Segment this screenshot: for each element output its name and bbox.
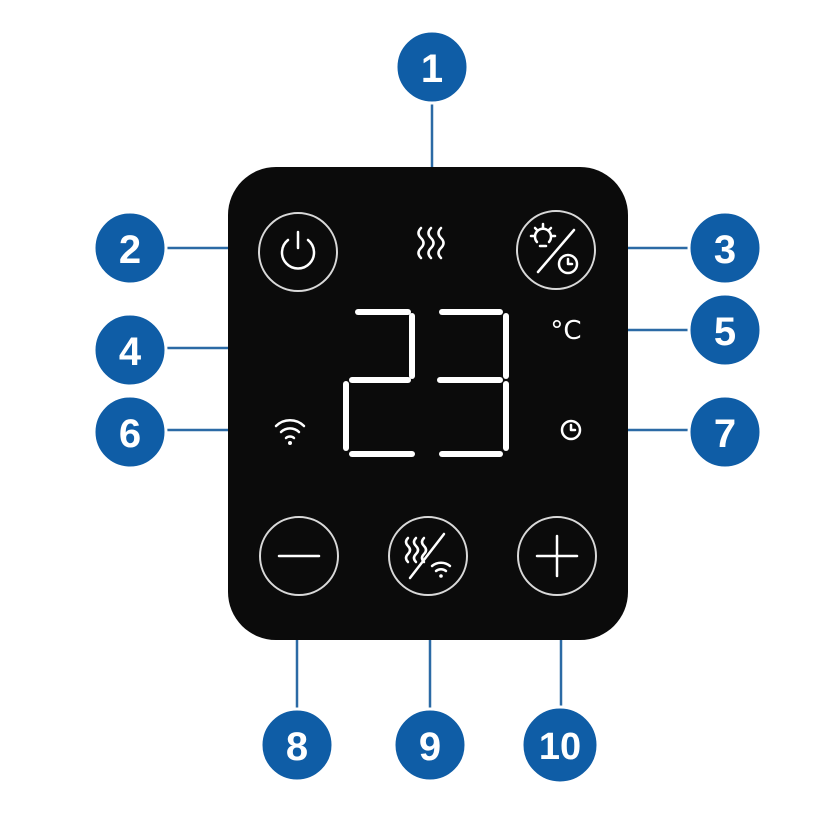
digit-3 xyxy=(437,309,509,457)
digit-2 xyxy=(343,309,415,457)
heat-wifi-button[interactable] xyxy=(388,516,468,596)
callout-8-label: 8 xyxy=(286,725,308,769)
callout-10: 10 xyxy=(520,705,600,785)
temperature-unit: °C xyxy=(550,316,581,346)
callout-4: 4 xyxy=(92,312,168,388)
minus-button[interactable] xyxy=(259,516,339,596)
callout-5: 5 xyxy=(687,292,763,368)
callout-2: 2 xyxy=(92,210,168,286)
callout-9-label: 9 xyxy=(419,725,441,769)
light-timer-button[interactable] xyxy=(516,210,596,290)
callout-10-label: 10 xyxy=(539,726,581,768)
callout-4-label: 4 xyxy=(119,330,142,374)
heat-wifi-icon xyxy=(404,532,452,580)
callout-3-label: 3 xyxy=(714,228,736,272)
control-panel xyxy=(228,167,628,640)
callout-9: 9 xyxy=(392,707,468,783)
callout-1-label: 1 xyxy=(421,47,443,91)
plus-icon xyxy=(535,534,579,578)
clock-icon xyxy=(560,419,582,441)
callout-6: 6 xyxy=(92,394,168,470)
heat-waves-icon xyxy=(417,226,445,260)
callout-7: 7 xyxy=(687,394,763,470)
temperature-display: 23 xyxy=(343,309,509,457)
power-icon xyxy=(280,230,316,270)
callout-8: 8 xyxy=(259,707,335,783)
plus-button[interactable] xyxy=(517,516,597,596)
callout-3: 3 xyxy=(687,210,763,286)
callout-1: 1 xyxy=(394,29,470,105)
callout-6-label: 6 xyxy=(119,412,141,456)
wifi-icon xyxy=(274,419,306,445)
light-timer-icon xyxy=(529,222,579,275)
callout-5-label: 5 xyxy=(714,310,736,354)
power-button[interactable] xyxy=(258,212,338,292)
callout-2-label: 2 xyxy=(119,228,141,272)
callout-7-label: 7 xyxy=(714,412,736,456)
